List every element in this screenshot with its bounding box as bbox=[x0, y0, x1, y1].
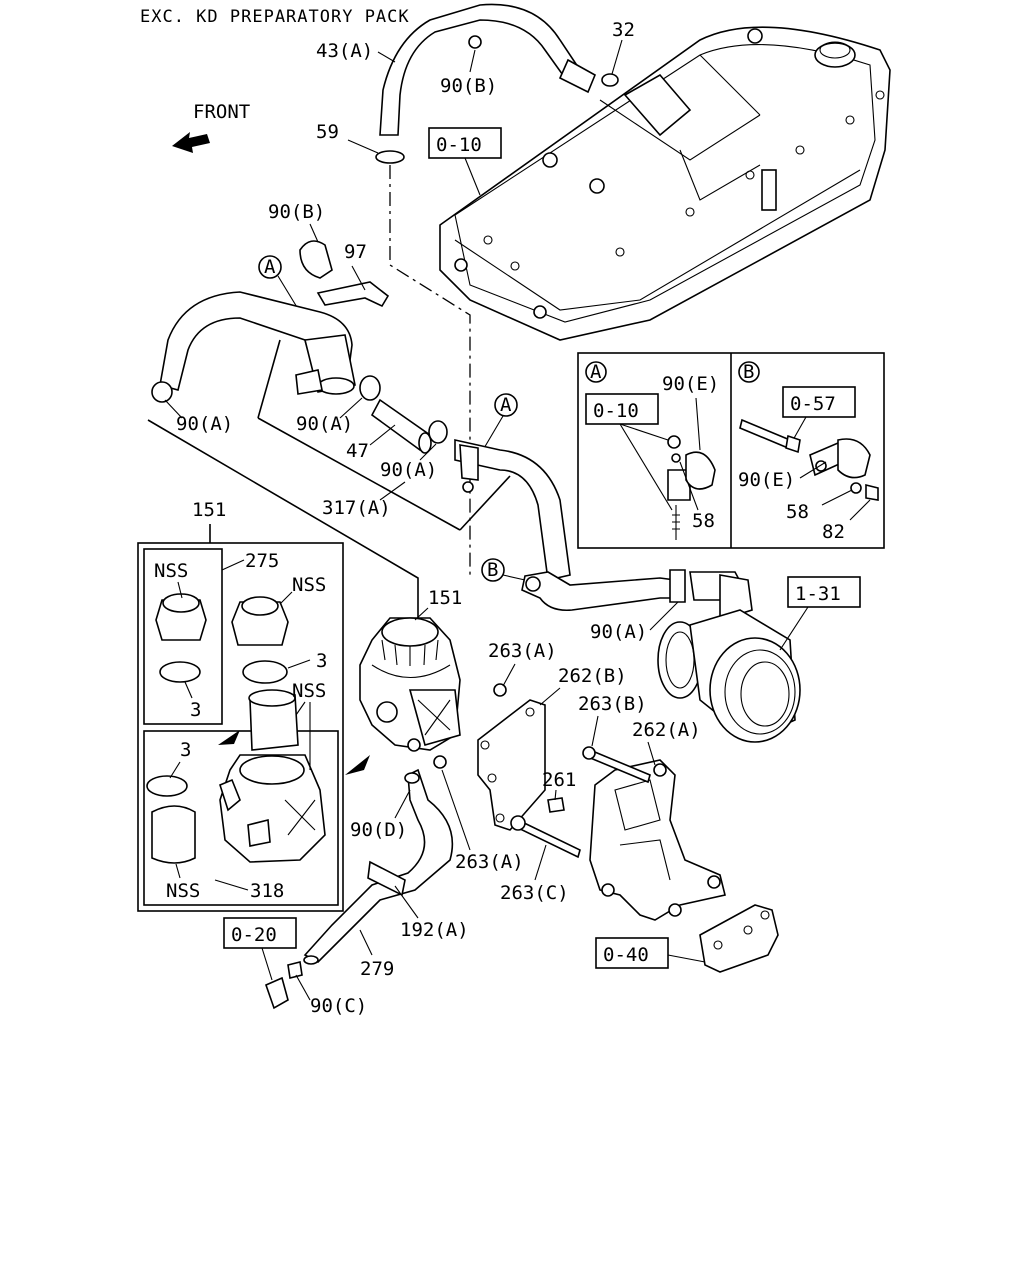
ref-box-bracket bbox=[595, 937, 669, 969]
label-3-a: 3 bbox=[316, 650, 327, 672]
ref-detail-a: 0-10 bbox=[593, 400, 639, 422]
callout-a-right bbox=[494, 393, 518, 417]
callout-a-left bbox=[258, 255, 282, 279]
label-263a-low: 263(A) bbox=[455, 851, 524, 873]
label-nss-4: NSS bbox=[166, 880, 200, 902]
ref-throttle: 1-31 bbox=[795, 583, 841, 605]
callout-a-detail bbox=[585, 361, 607, 383]
ref-bracket: 0-40 bbox=[603, 944, 649, 966]
label-nss-1: NSS bbox=[154, 560, 188, 582]
breather-hose-left bbox=[151, 291, 356, 403]
label-263a-top: 263(A) bbox=[488, 640, 557, 662]
callout-b-detail-letter: B bbox=[743, 361, 754, 383]
label-90c: 90(C) bbox=[310, 995, 367, 1017]
detail-b-label-58: 58 bbox=[786, 501, 809, 523]
label-90d: 90(D) bbox=[350, 819, 407, 841]
label-90b-mid: 90(B) bbox=[268, 201, 325, 223]
bracket-plate-262b bbox=[433, 683, 546, 831]
callout-b-detail bbox=[738, 361, 760, 383]
air-pump bbox=[359, 617, 461, 752]
clamp-90a-a bbox=[359, 375, 381, 401]
label-263b: 263(B) bbox=[578, 693, 647, 715]
label-3-c: 3 bbox=[180, 739, 191, 761]
clamp-59 bbox=[375, 150, 405, 164]
label-263c: 263(C) bbox=[500, 882, 569, 904]
breather-hose-upper bbox=[379, 3, 619, 136]
ref-pipe: 0-20 bbox=[231, 924, 277, 946]
label-nss-3: NSS bbox=[292, 680, 326, 702]
header-note: EXC. KD PREPARATORY PACK bbox=[140, 7, 410, 27]
label-151-left: 151 bbox=[192, 499, 226, 521]
label-47: 47 bbox=[346, 440, 369, 462]
hose-to-throttle bbox=[521, 569, 744, 612]
label-90a-left: 90(A) bbox=[176, 413, 233, 435]
label-275: 275 bbox=[245, 550, 279, 572]
ref-box-detail-a bbox=[585, 393, 659, 425]
label-151-mid: 151 bbox=[428, 587, 462, 609]
label-279: 279 bbox=[360, 958, 394, 980]
pipe-end-clamp bbox=[265, 961, 303, 1010]
label-317a: 317(A) bbox=[322, 497, 391, 519]
label-90a-mid: 90(A) bbox=[296, 413, 353, 435]
label-90a-lower: 90(A) bbox=[590, 621, 647, 643]
callout-b-main-letter: B bbox=[487, 559, 498, 581]
detail-b-label-82: 82 bbox=[822, 521, 845, 543]
bracket-97 bbox=[299, 240, 390, 308]
callout-a-detail-letter: A bbox=[590, 361, 602, 383]
callout-a-right-letter: A bbox=[500, 394, 512, 416]
ref-box-pipe bbox=[223, 917, 297, 949]
label-90a-c: 90(A) bbox=[380, 459, 437, 481]
label-59: 59 bbox=[316, 121, 339, 143]
ref-box-throttle bbox=[787, 576, 861, 608]
label-3-b: 3 bbox=[190, 699, 201, 721]
detail-a-label-58: 58 bbox=[692, 510, 715, 532]
callout-a-left-letter: A bbox=[264, 256, 276, 278]
clamp-90a-b bbox=[428, 420, 448, 444]
detail-inset: A B 0-10 90(E) 58 0-57 90(E) 58 82 bbox=[577, 352, 885, 549]
inset-151 bbox=[137, 542, 370, 912]
label-261: 261 bbox=[542, 769, 576, 791]
detail-b-label-90e: 90(E) bbox=[738, 469, 795, 491]
engine-cover bbox=[439, 26, 891, 341]
front-arrow-icon bbox=[172, 132, 210, 153]
label-318: 318 bbox=[250, 880, 284, 902]
label-262b: 262(B) bbox=[558, 665, 627, 687]
lower-bracket bbox=[699, 904, 779, 973]
label-43a: 43(A) bbox=[316, 40, 373, 62]
throttle-body bbox=[657, 574, 801, 743]
ref-box-detail-b bbox=[782, 386, 856, 418]
pipe-47 bbox=[370, 398, 432, 454]
bracket-262a bbox=[510, 746, 726, 921]
label-97: 97 bbox=[344, 241, 367, 263]
breather-hose-right bbox=[454, 439, 571, 581]
front-label: FRONT bbox=[193, 101, 250, 123]
detail-a-label-90e: 90(E) bbox=[662, 373, 719, 395]
label-192a: 192(A) bbox=[400, 919, 469, 941]
ref-engine-cover: 0-10 bbox=[436, 134, 482, 156]
callout-b-main bbox=[481, 558, 505, 582]
label-90b-top: 90(B) bbox=[440, 75, 497, 97]
front-indicator: FRONT bbox=[172, 101, 250, 153]
label-32: 32 bbox=[612, 19, 635, 41]
label-262a: 262(A) bbox=[632, 719, 701, 741]
label-nss-2: NSS bbox=[292, 574, 326, 596]
ref-detail-b: 0-57 bbox=[790, 393, 836, 415]
